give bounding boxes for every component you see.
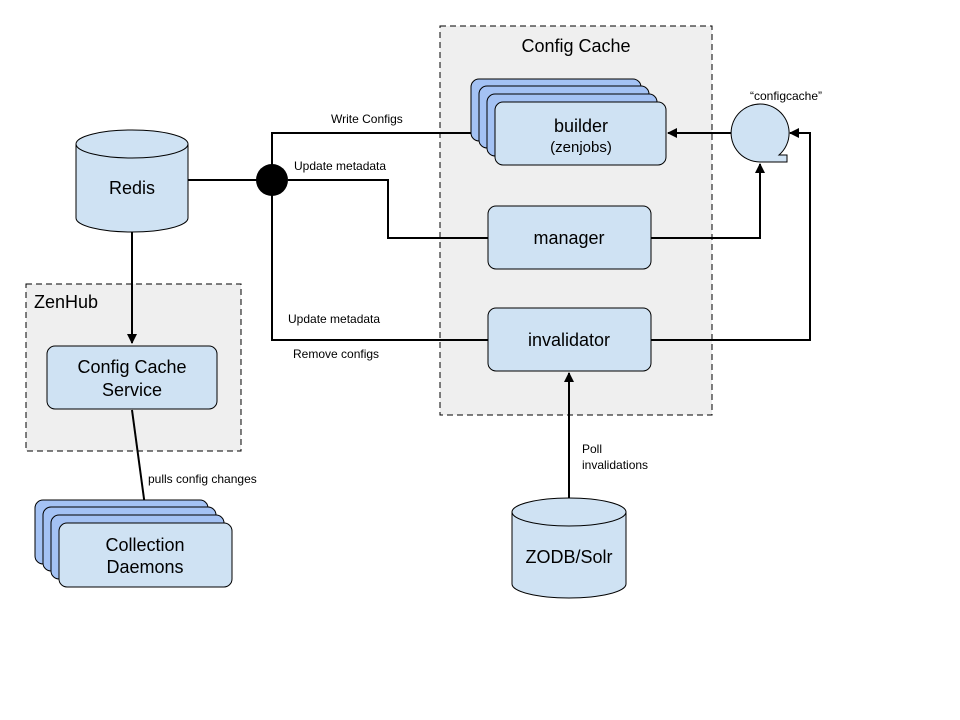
poll-invalidations-label-line1: Poll	[582, 442, 602, 456]
redis-node: Redis	[75, 129, 189, 233]
config-cache-group-title: Config Cache	[521, 36, 630, 56]
remove-configs-label: Remove configs	[293, 347, 379, 361]
config-cache-service-label-line1: Config Cache	[77, 357, 186, 377]
pulls-config-changes-label: pulls config changes	[148, 472, 257, 486]
invalidator-to-junction-edge	[271, 195, 488, 341]
zodb-solr-node: ZODB/Solr	[511, 497, 627, 599]
edges	[127, 128, 811, 522]
config-cache-service-label-line2: Service	[102, 380, 162, 400]
zodb-solr-label: ZODB/Solr	[525, 547, 612, 567]
config-cache-service-node: Config Cache Service	[46, 345, 218, 410]
write-configs-label: Write Configs	[331, 112, 403, 126]
collection-daemons-node: Collection Daemons	[34, 499, 233, 588]
redis-label: Redis	[109, 178, 155, 198]
update-metadata-label-bottom: Update metadata	[288, 312, 380, 326]
invalidator-label: invalidator	[528, 330, 610, 350]
collection-daemons-label-line2: Daemons	[106, 557, 183, 577]
invalidator-node: invalidator	[487, 307, 652, 372]
builder-node: builder (zenjobs)	[470, 78, 667, 166]
collection-daemons-label-line1: Collection	[105, 535, 184, 555]
manager-to-queue-edge	[651, 163, 765, 239]
junction-node	[256, 164, 288, 196]
edge-labels: Write Configs Update metadata Update met…	[148, 112, 648, 486]
builder-label: builder	[554, 116, 608, 136]
zenhub-group-title: ZenHub	[34, 292, 98, 312]
builder-sublabel: (zenjobs)	[550, 139, 612, 156]
manager-node: manager	[487, 205, 652, 270]
configcache-queue-node: “configcache”	[730, 89, 822, 163]
poll-invalidations-label-line2: invalidations	[582, 458, 648, 472]
write-configs-edge	[271, 132, 473, 166]
manager-label: manager	[533, 228, 604, 248]
configcache-queue-label: “configcache”	[750, 89, 822, 103]
invalidator-to-queue-edge	[651, 128, 811, 341]
update-metadata-label-top: Update metadata	[294, 159, 386, 173]
update-metadata-to-manager-edge	[288, 179, 488, 239]
